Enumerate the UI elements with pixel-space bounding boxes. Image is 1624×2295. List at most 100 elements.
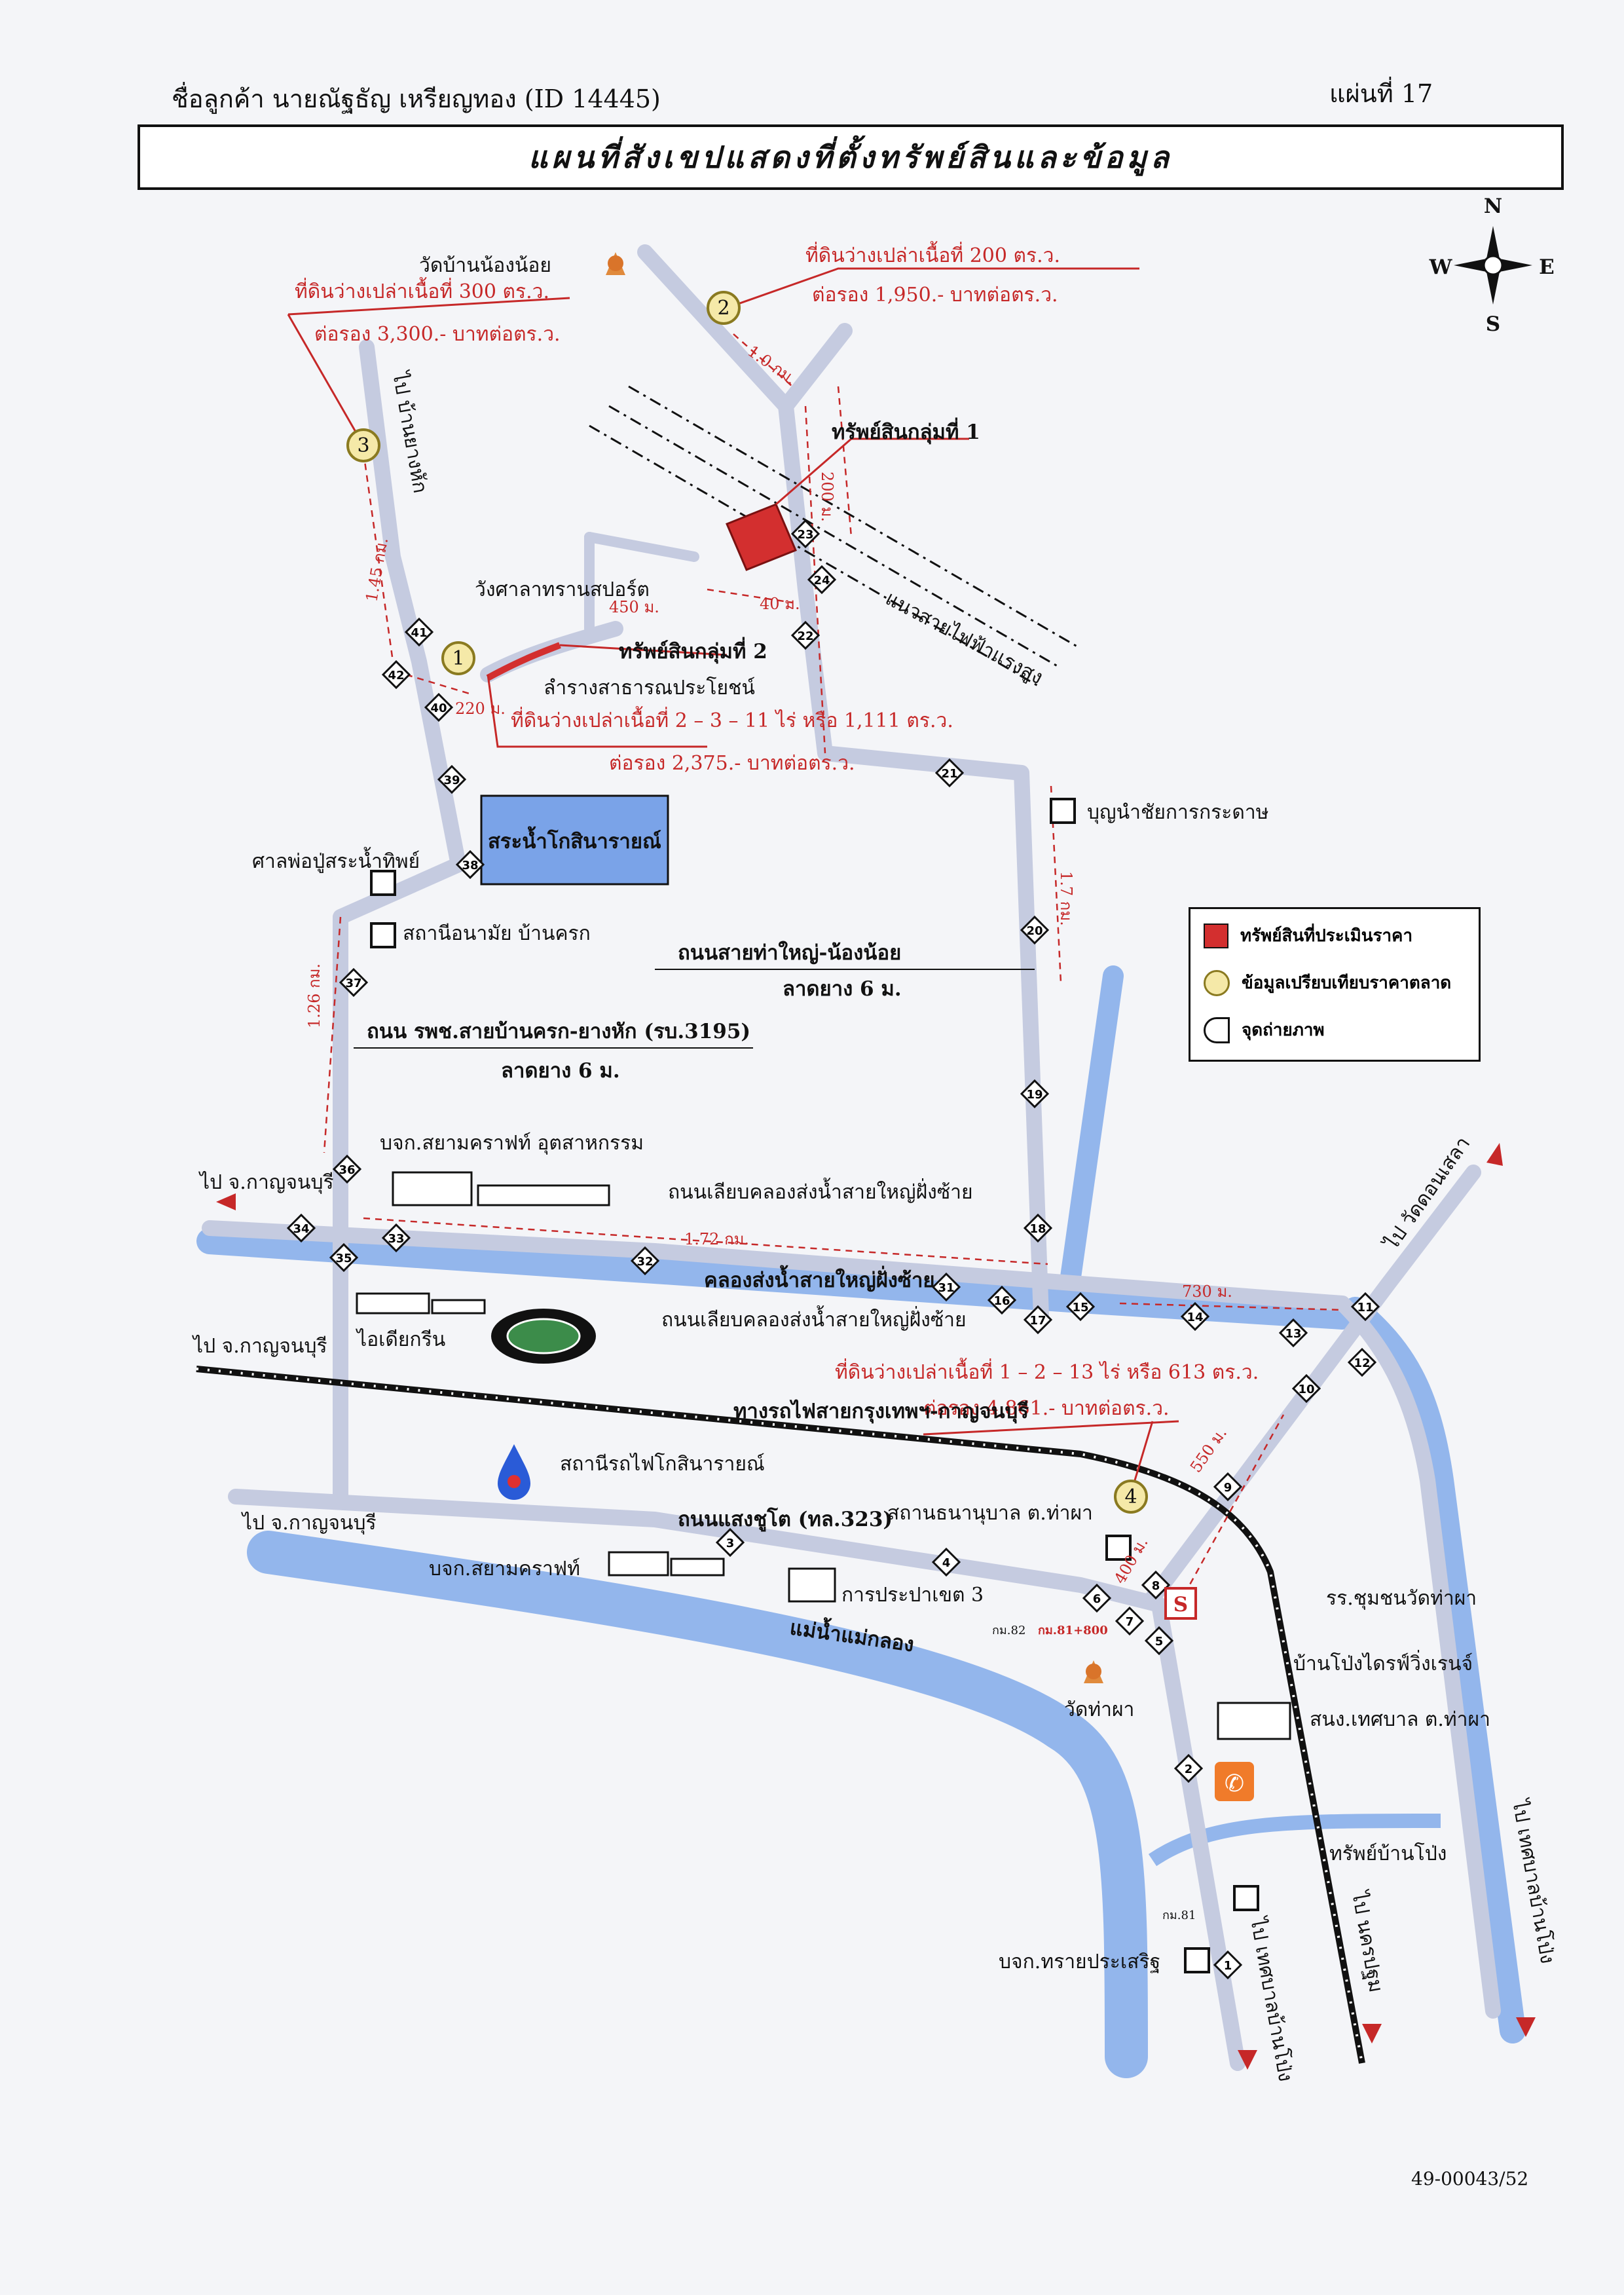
photo-point-label: 8 (1152, 1579, 1160, 1593)
building-municipal (1217, 1702, 1291, 1740)
photo-point-39: 39 (437, 764, 467, 794)
dist-730m: 730 ม. (1182, 1282, 1232, 1301)
photo-point-label: 23 (797, 528, 813, 542)
photo-point-8: 8 (1141, 1570, 1171, 1600)
label-asset-group-2: ทรัพย์สินกลุ่มที่ 2 (619, 637, 767, 664)
photo-point-19: 19 (1020, 1079, 1050, 1109)
canal-east (1342, 1297, 1526, 2043)
building-siam-kraft (608, 1551, 725, 1577)
label-km81-800: กม.81+800 (1038, 1624, 1108, 1637)
photo-point-24: 24 (807, 565, 837, 595)
building-idea-green (356, 1292, 486, 1315)
sheet-number: แผ่นที่ 17 (1329, 79, 1433, 108)
photo-point-40: 40 (424, 692, 454, 722)
label-kosinarai-station: สถานีรถไฟโกสินารายณ์ (560, 1452, 765, 1476)
market-4-area: ที่ดินว่างเปล่าเนื้อที่ 1 – 2 – 13 ไร่ ห… (835, 1358, 1259, 1384)
photo-point-4: 4 (931, 1547, 961, 1577)
photo-point-label: 1 (1224, 1959, 1232, 1973)
photo-point-label: 20 (1026, 924, 1043, 938)
school-s: S (1173, 1593, 1188, 1616)
compass-e: E (1539, 255, 1555, 279)
road-west-vertical (333, 339, 466, 1508)
market-2-price: ต่อรอง 1,950.- บาทต่อตร.ว. (812, 284, 1058, 307)
market-4-price: ต่อรอง 4,861.- บาทต่อตร.ว. (923, 1397, 1170, 1420)
label-canal-road-left: ถนนเลียบคลองส่งน้ำสายใหญ่ฝั่งซ้าย (668, 1178, 973, 1204)
photo-point-20: 20 (1020, 915, 1050, 945)
photo-point-label: 40 (430, 701, 447, 715)
dist-220m: 220 ม. (455, 700, 506, 718)
lake-shape (480, 794, 669, 886)
label-to-kanchanaburi-2: ไป จ.กาญจนบุรี (192, 1334, 327, 1358)
market-3-price: ต่อรอง 3,300.- บาทต่อตร.ว. (314, 323, 561, 346)
label-paper-co: บุญนำชัยการกระดาษ (1087, 801, 1269, 825)
legend-item-market: ข้อมูลเปรียบเทียบราคาตลาด (1204, 969, 1451, 996)
photo-point-1: 1 (1213, 1950, 1243, 1980)
legend-asset-label: ทรัพย์สินที่ประเมินราคา (1240, 926, 1413, 946)
photo-point-label: 34 (293, 1222, 309, 1236)
photo-point-38: 38 (455, 849, 485, 880)
compass-s: S (1486, 312, 1500, 336)
photo-point-41: 41 (404, 617, 434, 647)
label-to-ban-pong-2: ไป เทศบาลบ้านโป่ง (1507, 1797, 1560, 1966)
road-north-branch (778, 323, 853, 414)
label-sai-prasert: บจก.ทรายประเสริฐ (999, 1950, 1160, 1973)
customer-name: ชื่อลูกค้า นายณัฐธัญ เหรียญทอง (ID 14445… (172, 84, 661, 113)
photo-point-label: 5 (1155, 1635, 1164, 1649)
label-to-ban-yang-hak: ไป บ้านยางหัก (388, 369, 432, 494)
label-saengchuto-rd: ถนนแสงชูโต (ทล.323) (678, 1507, 893, 1532)
photo-point-label: 15 (1072, 1301, 1088, 1315)
asset-group-2 (486, 642, 561, 681)
photo-point-36: 36 (332, 1154, 362, 1184)
building-siam-kraft-ind (392, 1171, 610, 1206)
phone-icon: ✆ (1215, 1762, 1254, 1801)
photo-point-42: 42 (381, 660, 411, 690)
photo-point-13: 13 (1278, 1318, 1308, 1348)
compass-w: W (1429, 255, 1453, 279)
photo-point-label: 22 (797, 629, 813, 643)
school-marker (1164, 1587, 1197, 1620)
photo-point-label: 11 (1357, 1301, 1373, 1315)
photo-point-label: 4 (942, 1556, 951, 1570)
photo-point-3: 3 (715, 1527, 745, 1558)
canal-branch (1057, 965, 1124, 1311)
photo-point-label: 14 (1187, 1311, 1203, 1324)
legend-box: ทรัพย์สินที่ประเมินราคา ข้อมูลเปรียบเทีย… (1189, 907, 1481, 1062)
label-km82: กม.82 (992, 1624, 1025, 1637)
photo-point-label: 32 (637, 1255, 653, 1269)
photo-point-23: 23 (790, 519, 821, 549)
label-lake: สระน้ำโกสินารายณ์ (488, 826, 661, 853)
label-public-ditch: ลำรางสาธารณประโยชน์ (544, 676, 755, 700)
page-title: แผนที่สังเขปแสดงที่ตั้งทรัพย์สินและข้อมู… (528, 139, 1173, 175)
svg-text:✆: ✆ (1225, 1770, 1244, 1797)
photo-point-18: 18 (1023, 1213, 1053, 1243)
label-to-kanchanaburi-3: ไป จ.กาญจนบุรี (241, 1511, 377, 1535)
photo-point-37: 37 (339, 967, 369, 998)
photo-point-label: 35 (335, 1252, 352, 1265)
photo-point-label: 39 (443, 774, 460, 787)
market-id-4: 4 (1124, 1485, 1137, 1508)
photo-point-label: 3 (726, 1537, 735, 1550)
label-sports-arena: วังศาลาทรานสปอร์ต (475, 578, 650, 601)
market-3-area: ที่ดินว่างเปล่าเนื้อที่ 300 ตร.ว. (295, 277, 549, 303)
photo-point-7: 7 (1115, 1606, 1145, 1636)
photo-point-label: 18 (1029, 1222, 1046, 1236)
road-wang (584, 532, 699, 562)
photo-point-label: 9 (1224, 1481, 1232, 1495)
market-id-3: 3 (357, 434, 369, 457)
road-main-north (778, 398, 1049, 1324)
legend-market-swatch (1204, 969, 1230, 996)
market-id-2: 2 (717, 297, 729, 320)
photo-point-2: 2 (1173, 1753, 1204, 1783)
market-circles (346, 291, 1148, 1514)
label-school: รร.ชุมชนวัดท่าผา (1326, 1587, 1477, 1611)
direction-arrows (216, 1143, 1536, 2070)
market-1-area: ที่ดินว่างเปล่าเนื้อที่ 2 – 3 – 11 ไร่ ห… (511, 706, 953, 732)
mae-klong-river (247, 1531, 1148, 2078)
landmark-squares (370, 798, 1259, 1973)
label-to-nakhon-pathom: ไป นครปฐม (1347, 1888, 1388, 1994)
label-canal: คลองส่งน้ำสายใหญ่ฝั่งซ้าย (704, 1265, 935, 1292)
photo-point-10: 10 (1291, 1373, 1321, 1404)
label-golf: บ้านโป่งไดรฟ์วิ่งเรนจ์ (1293, 1650, 1473, 1675)
legend-photo-label: จุดถ่ายภาพ (1242, 1020, 1325, 1040)
temple-icon (1084, 1660, 1103, 1683)
